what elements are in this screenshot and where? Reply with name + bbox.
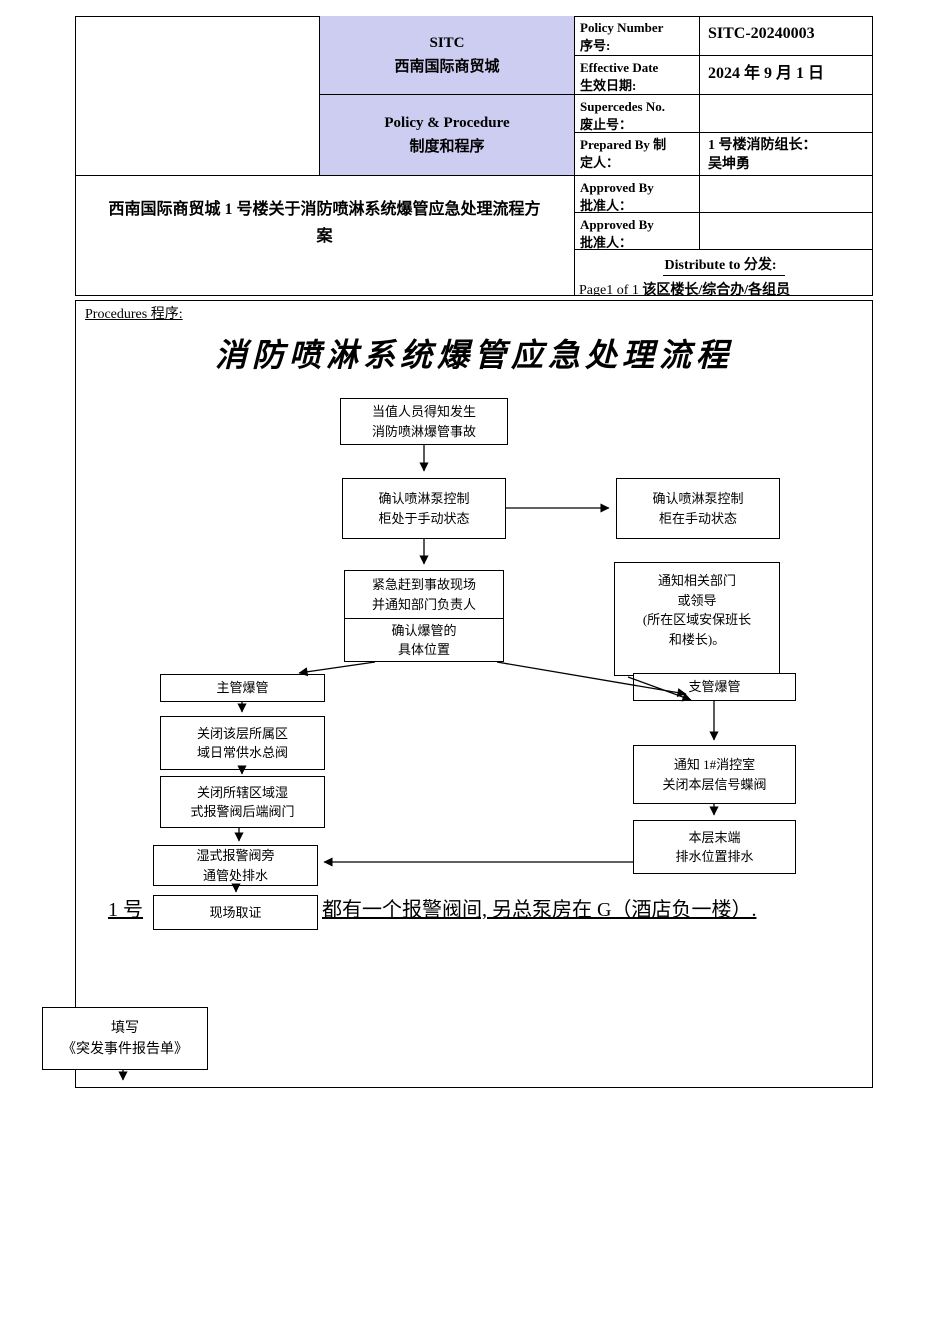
- approved-by-2-label-cell: Approved By 批准人：: [575, 213, 700, 250]
- effective-date-value: 2024 年 9 月 1 日: [700, 56, 872, 95]
- effective-date-label-en: Effective Date: [580, 60, 659, 75]
- prepared-by-label-cell: Prepared By 制 定人：: [575, 133, 700, 176]
- policy-number-label-cn: 序号:: [580, 37, 611, 53]
- procedures-section: [75, 300, 873, 1088]
- approved-by-1-value: [700, 176, 872, 213]
- document-title: 西南国际商贸城 1 号楼关于消防喷淋系统爆管应急处理流程方案: [75, 176, 575, 295]
- org-name-cn: 西南国际商贸城: [394, 59, 500, 75]
- flow-step-rush-scene: 紧急赶到事故现场 并通知部门负责人: [344, 570, 504, 619]
- flow-step-main-pipe-burst: 主管爆管: [160, 674, 325, 702]
- logo-cell: [75, 16, 320, 176]
- flow-step-confirm-manual: 确认喷淋泵控制 柜处于手动状态: [342, 478, 506, 539]
- policy-number-value: SITC-20240003: [700, 16, 872, 56]
- flow-step-locate-burst: 确认爆管的 具体位置: [344, 618, 504, 662]
- prepared-by-label-cn: 定人：: [580, 154, 620, 170]
- distribute-cell: Distribute to 分发: Page1 of 1 该区楼长/综合办/各组…: [575, 250, 872, 295]
- flow-step-notify-control-room: 通知 1#消控室 关闭本层信号蝶阀: [633, 745, 796, 804]
- supercedes-label-en: Supercedes No.: [580, 99, 665, 114]
- distribute-label: Distribute to 分发:: [662, 254, 785, 276]
- policy-number-label-cell: Policy Number 序号:: [575, 16, 700, 56]
- org-cell: SITC 西南国际商贸城: [320, 16, 575, 95]
- note-right: 都有一个报警阀间, 另总泵房在 G（酒店负一楼）.: [322, 899, 757, 921]
- flow-step-fill-report: 填写 《突发事件报告单》: [42, 1007, 208, 1070]
- flow-step-branch-pipe-burst: 支管爆管: [633, 673, 796, 701]
- approved-by-2-label-cn: 批准人：: [580, 234, 633, 250]
- approved-by-2-label-en: Approved By: [580, 217, 654, 232]
- flow-step-notify-leaders: 通知相关部门 或领导 (所在区域安保班长 和楼长)。: [614, 562, 780, 676]
- org-name-en: SITC: [429, 35, 465, 51]
- policy-procedure-en: Policy & Procedure: [384, 115, 510, 131]
- prepared-by-value: 1 号楼消防组长： 吴坤勇: [700, 133, 872, 176]
- page-indicator: Page1 of 1: [579, 283, 639, 295]
- flow-step-drain-end: 本层末端 排水位置排水: [633, 820, 796, 874]
- approved-by-1-label-en: Approved By: [580, 180, 654, 195]
- flow-step-close-supply-valve: 关闭该层所属区 域日常供水总阀: [160, 716, 325, 770]
- effective-date-label-cell: Effective Date 生效日期:: [575, 56, 700, 95]
- approved-by-1-label-cell: Approved By 批准人：: [575, 176, 700, 213]
- approved-by-2-value: [700, 213, 872, 250]
- supercedes-label-cell: Supercedes No. 废止号：: [575, 95, 700, 133]
- flowchart-title: 消防喷淋系统爆管应急处理流程: [214, 336, 733, 374]
- flow-step-confirm-manual-right: 确认喷淋泵控制 柜在手动状态: [616, 478, 780, 539]
- flow-step-start: 当值人员得知发生 消防喷淋爆管事故: [340, 398, 508, 445]
- supercedes-label-cn: 废止号：: [580, 116, 633, 132]
- effective-date-label-cn: 生效日期:: [580, 77, 637, 93]
- flow-step-site-evidence: 现场取证: [153, 895, 318, 930]
- supercedes-value: [700, 95, 872, 133]
- distribute-value: 该区楼长/综合办/各组员: [642, 283, 791, 295]
- approved-by-1-label-cn: 批准人：: [580, 197, 633, 213]
- policy-procedure-cn: 制度和程序: [409, 139, 485, 155]
- flow-step-drain-bypass: 湿式报警阀旁 通管处排水: [153, 845, 318, 886]
- procedures-label: Procedures 程序:: [85, 307, 183, 322]
- policy-number-label-en: Policy Number: [580, 20, 664, 35]
- policy-procedure-cell: Policy & Procedure 制度和程序: [320, 95, 575, 176]
- flow-step-close-alarm-valve: 关闭所辖区域湿 式报警阀后端阀门: [160, 776, 325, 828]
- distribute-line: Page1 of 1 该区楼长/综合办/各组员: [575, 279, 872, 295]
- note-left: 1 号: [108, 899, 143, 921]
- prepared-by-label-en: Prepared By 制: [580, 137, 667, 152]
